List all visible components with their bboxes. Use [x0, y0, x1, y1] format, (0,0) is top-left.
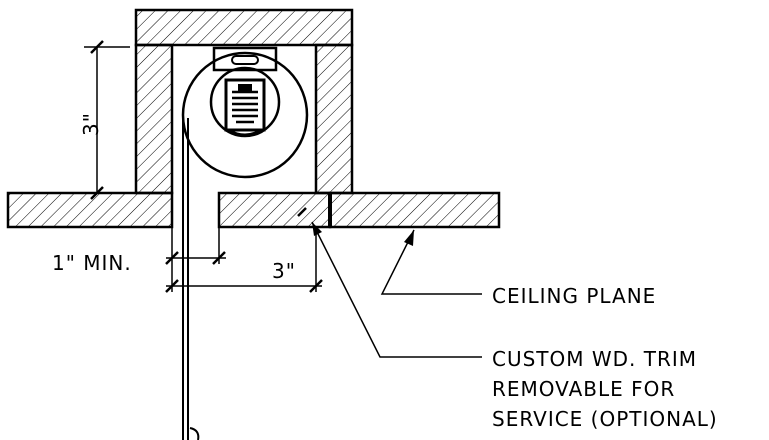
ceiling-plane-label: CEILING PLANE — [492, 284, 656, 308]
motor-center — [238, 84, 252, 92]
pocket-left-wall — [134, 43, 174, 195]
shade-fabric — [182, 118, 200, 440]
trim-note-line1: CUSTOM WD. TRIM — [492, 347, 697, 371]
hembar — [189, 427, 200, 440]
pocket-top — [134, 8, 354, 47]
dim-vertical-label: 3" — [79, 112, 103, 136]
roller-assembly — [181, 46, 309, 179]
trim-piece — [217, 191, 332, 229]
pocket-right-wall — [314, 43, 354, 195]
trim-note-line3: SERVICE (OPTIONAL) — [492, 407, 718, 431]
ceiling-left — [6, 191, 174, 229]
dim-horizontal-label: 3" — [272, 259, 296, 283]
ceiling-slab — [6, 191, 501, 229]
pocket-housing — [134, 8, 354, 195]
motor-base — [227, 128, 263, 137]
dim-min-label: 1" MIN. — [52, 251, 132, 275]
mounting-bracket — [212, 46, 278, 72]
dim-horizontal — [165, 227, 323, 293]
ceiling-right — [328, 191, 501, 229]
trim-note-line2: REMOVABLE FOR — [492, 377, 675, 401]
bracket-slot — [231, 55, 259, 65]
leader-ceiling — [380, 229, 482, 295]
dim-vertical — [84, 40, 136, 200]
dim-min — [165, 227, 226, 292]
trim-tick — [297, 207, 307, 217]
leader-trim — [311, 221, 482, 358]
motor-head — [224, 78, 266, 132]
